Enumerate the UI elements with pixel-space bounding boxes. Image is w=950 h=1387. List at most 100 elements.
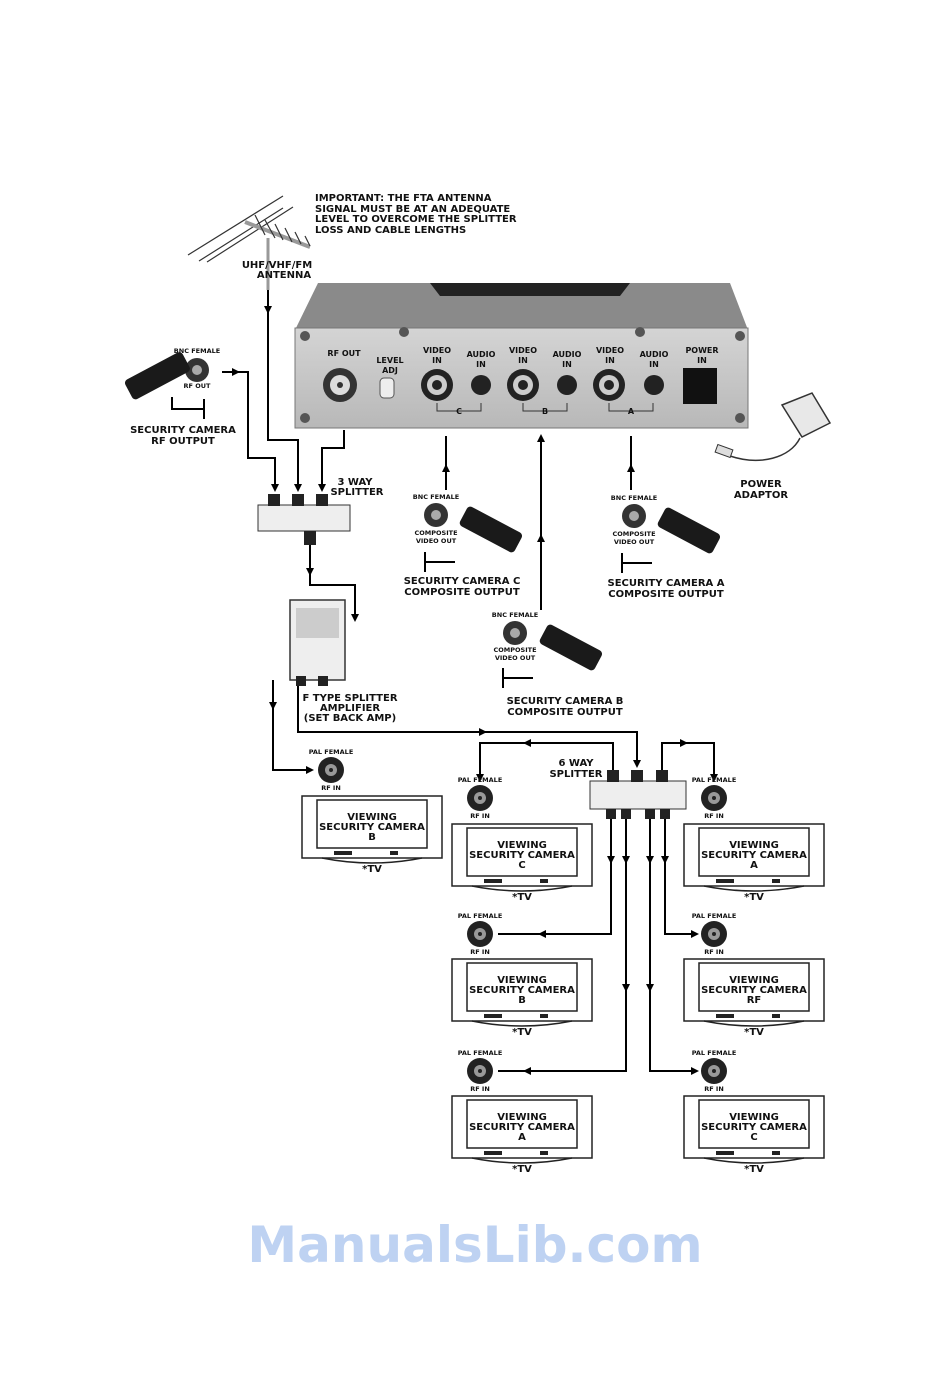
amplifier-label-2: AMPLIFIER bbox=[320, 703, 380, 714]
pal-female-label: PAL FEMALE bbox=[692, 1049, 737, 1057]
tv-icon bbox=[683, 1095, 825, 1164]
pal-female-connector-icon bbox=[467, 785, 493, 811]
rf-in-label: RF IN bbox=[321, 784, 341, 792]
rf-camera-label: SECURITY CAMERA bbox=[130, 425, 236, 436]
camera-a-label-2: COMPOSITE OUTPUT bbox=[608, 589, 724, 600]
svg-text:IN: IN bbox=[476, 360, 486, 369]
security-camera-c-icon bbox=[424, 503, 523, 572]
camera-a-bnc-label: BNC FEMALE bbox=[611, 494, 657, 502]
tv-label: *TV bbox=[512, 1164, 532, 1175]
camera-c-label-2: COMPOSITE OUTPUT bbox=[404, 587, 520, 598]
tv-screen-label: VIEWING bbox=[497, 975, 547, 986]
rf-in-label: RF IN bbox=[704, 812, 724, 820]
tv-screen-camera: C bbox=[750, 1132, 757, 1143]
camera-a-label: SECURITY CAMERA A bbox=[608, 578, 725, 589]
camera-b-label: SECURITY CAMERA B bbox=[507, 696, 624, 707]
splitter6-label: 6 WAY bbox=[558, 758, 594, 769]
amplifier-label: F TYPE SPLITTER bbox=[302, 693, 397, 704]
tv-screen-label-2: SECURITY CAMERA bbox=[701, 850, 807, 861]
tv-screen-label: VIEWING bbox=[729, 975, 779, 986]
rf-out-label: RF OUT bbox=[327, 349, 361, 358]
pal-female-label: PAL FEMALE bbox=[458, 776, 503, 784]
camera-b-bnc-label: BNC FEMALE bbox=[492, 611, 538, 619]
splitter3-label: 3 WAY bbox=[337, 477, 373, 488]
tv-screen-label-2: SECURITY CAMERA bbox=[469, 1122, 575, 1133]
pal-female-label: PAL FEMALE bbox=[309, 748, 354, 756]
splitter6-label-2: SPLITTER bbox=[549, 769, 602, 780]
rf-in-label: RF IN bbox=[704, 1085, 724, 1093]
tv-label: *TV bbox=[744, 1164, 764, 1175]
six-way-splitter-icon bbox=[589, 770, 687, 819]
power-adaptor-label-2: ADAPTOR bbox=[734, 490, 788, 501]
rf-in-label: RF IN bbox=[470, 948, 490, 956]
amplifier-label-3: (SET BACK AMP) bbox=[304, 713, 396, 724]
svg-text:VIDEO: VIDEO bbox=[423, 346, 451, 355]
tv-icon bbox=[683, 823, 825, 892]
watermark: ManualsLib.com bbox=[247, 1216, 702, 1274]
cables bbox=[222, 290, 718, 1075]
tv-label: *TV bbox=[744, 1027, 764, 1038]
tv-screen-label: VIEWING bbox=[729, 840, 779, 851]
tv-label: *TV bbox=[512, 1027, 532, 1038]
svg-text:IN: IN bbox=[518, 356, 528, 365]
rf-security-camera-icon bbox=[124, 352, 209, 419]
tv-icon bbox=[683, 958, 825, 1027]
level-adj-label-2: ADJ bbox=[382, 366, 398, 375]
security-camera-b-icon bbox=[502, 621, 603, 688]
tv-icon bbox=[301, 795, 443, 864]
rf-in-label: RF IN bbox=[470, 1085, 490, 1093]
svg-text:AUDIO: AUDIO bbox=[553, 350, 582, 359]
svg-text:AUDIO: AUDIO bbox=[640, 350, 669, 359]
tv-screen-camera: A bbox=[750, 860, 758, 871]
camera-c-comp-label-2: VIDEO OUT bbox=[416, 537, 457, 545]
svg-text:B: B bbox=[542, 407, 548, 416]
splitter3-label-2: SPLITTER bbox=[330, 487, 383, 498]
svg-text:IN: IN bbox=[697, 356, 707, 365]
pal-female-connector-icon bbox=[318, 757, 344, 783]
pal-female-connector-icon bbox=[467, 1058, 493, 1084]
power-adaptor-icon bbox=[714, 392, 832, 462]
pal-female-connector-icon bbox=[467, 921, 493, 947]
tv-screen-camera: B bbox=[368, 832, 376, 843]
svg-text:AUDIO: AUDIO bbox=[467, 350, 496, 359]
svg-text:IN: IN bbox=[605, 356, 615, 365]
video-in-c-jack bbox=[421, 369, 453, 401]
tv-screen-camera: A bbox=[518, 1132, 526, 1143]
antenna-label-2: ANTENNA bbox=[257, 270, 311, 281]
modulator-device bbox=[294, 283, 749, 429]
rf-in-label: RF IN bbox=[704, 948, 724, 956]
tv-screen-label: VIEWING bbox=[497, 840, 547, 851]
svg-text:IN: IN bbox=[432, 356, 442, 365]
tv-screen-label-2: SECURITY CAMERA bbox=[701, 985, 807, 996]
security-camera-a-icon bbox=[621, 504, 721, 573]
antenna-icon bbox=[187, 195, 311, 290]
svg-text:C: C bbox=[456, 407, 462, 416]
tv-screen-label: VIEWING bbox=[729, 1112, 779, 1123]
camera-b-comp-label-2: VIDEO OUT bbox=[495, 654, 536, 662]
tv-label: *TV bbox=[744, 892, 764, 903]
pal-female-label: PAL FEMALE bbox=[692, 776, 737, 784]
splitter-amplifier-icon bbox=[289, 599, 346, 686]
camera-b-label-2: COMPOSITE OUTPUT bbox=[507, 707, 623, 718]
tv-label: *TV bbox=[512, 892, 532, 903]
power-adaptor-label: POWER bbox=[740, 479, 782, 490]
camera-c-label: SECURITY CAMERA C bbox=[404, 576, 521, 587]
tv-screen-camera: B bbox=[518, 995, 526, 1006]
svg-text:POWER: POWER bbox=[685, 346, 718, 355]
camera-c-bnc-label: BNC FEMALE bbox=[413, 493, 459, 501]
video-in-b-jack bbox=[507, 369, 539, 401]
important-note: IMPORTANT: THE FTA ANTENNA SIGNAL MUST B… bbox=[315, 193, 517, 236]
tv-icon bbox=[451, 958, 593, 1027]
tv-screen-label: VIEWING bbox=[347, 812, 397, 823]
camera-c-comp-label: COMPOSITE bbox=[414, 529, 457, 537]
camera-a-comp-label-2: VIDEO OUT bbox=[614, 538, 655, 546]
